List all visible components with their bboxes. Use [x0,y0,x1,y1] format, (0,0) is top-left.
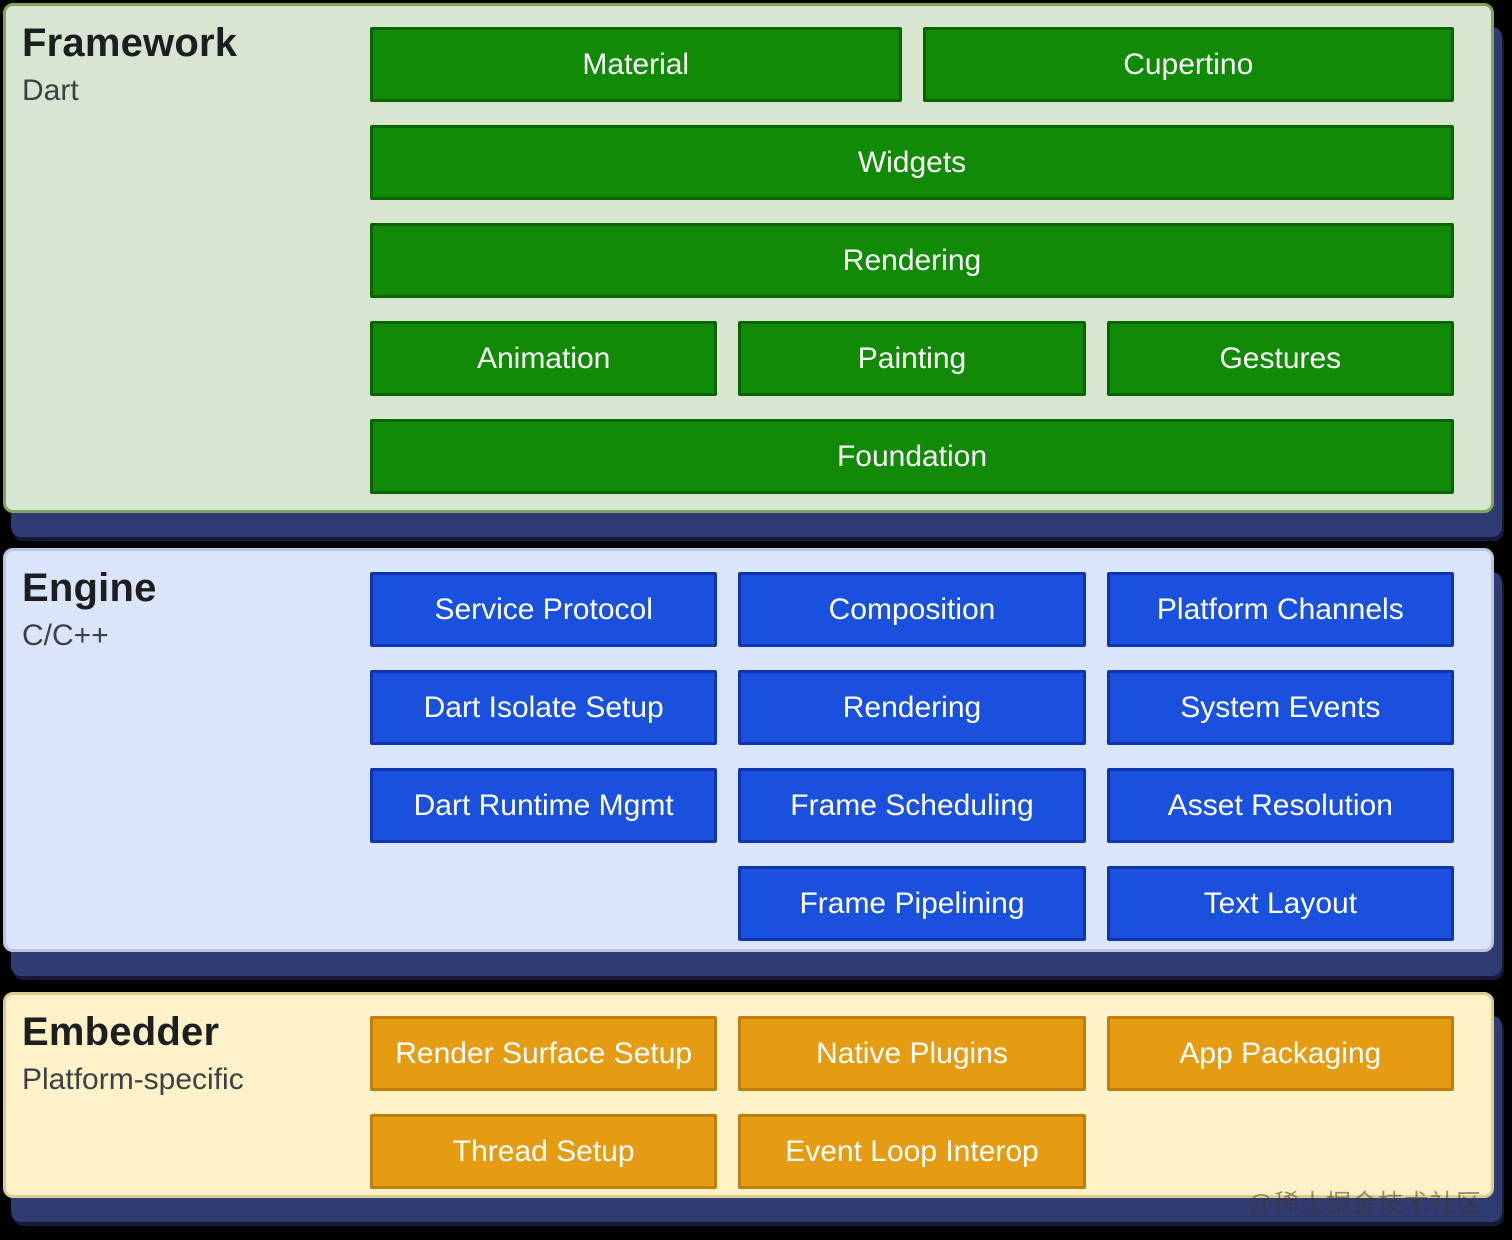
box-frame-pipelining: Frame Pipelining [738,866,1086,941]
engine-label-block: Engine C/C++ [6,551,370,949]
box-widgets: Widgets [370,125,1454,200]
box-asset-resolution: Asset Resolution [1106,768,1454,843]
engine-subtitle: C/C++ [22,619,109,652]
box-gestures: Gestures [1106,321,1454,396]
box-animation: Animation [370,321,718,396]
watermark: @稀土掘金技术社区 [1247,1190,1482,1218]
box-painting: Painting [738,321,1086,396]
box-event-loop-interop: Event Loop Interop [738,1114,1086,1189]
layer-panel-embedder: Embedder Platform-specific Render Surfac… [3,992,1494,1198]
box-dart-isolate-setup: Dart Isolate Setup [370,670,718,745]
box-thread-setup: Thread Setup [370,1114,718,1189]
box-rendering: Rendering [370,223,1454,298]
framework-subtitle: Dart [22,74,79,107]
embedder-subtitle: Platform-specific [22,1063,244,1096]
box-text-layout: Text Layout [1106,866,1454,941]
box-frame-scheduling: Frame Scheduling [738,768,1086,843]
box-dart-runtime-mgmt: Dart Runtime Mgmt [370,768,718,843]
box-system-events: System Events [1106,670,1454,745]
layer-panel-engine: Engine C/C++ Service Protocol Composition… [3,548,1494,952]
box-render-surface-setup: Render Surface Setup [370,1016,718,1091]
box-foundation: Foundation [370,419,1454,494]
engine-title: Engine [22,566,157,610]
box-platform-channels: Platform Channels [1106,572,1454,647]
box-service-protocol: Service Protocol [370,572,718,647]
box-material: Material [370,27,902,102]
engine-grid: Service Protocol Composition Platform Chan… [370,572,1454,949]
box-cupertino: Cupertino [922,27,1454,102]
embedder-grid: Render Surface Setup Native Plugins App Pa… [370,1016,1454,1195]
embedder-label-block: Embedder Platform-specific [6,995,370,1195]
box-app-packaging: App Packaging [1106,1016,1454,1091]
framework-label-block: Framework Dart [6,6,370,510]
embedder-title: Embedder [22,1010,220,1054]
framework-title: Framework [22,21,238,65]
box-rendering: Rendering [738,670,1086,745]
box-composition: Composition [738,572,1086,647]
box-native-plugins: Native Plugins [738,1016,1086,1091]
